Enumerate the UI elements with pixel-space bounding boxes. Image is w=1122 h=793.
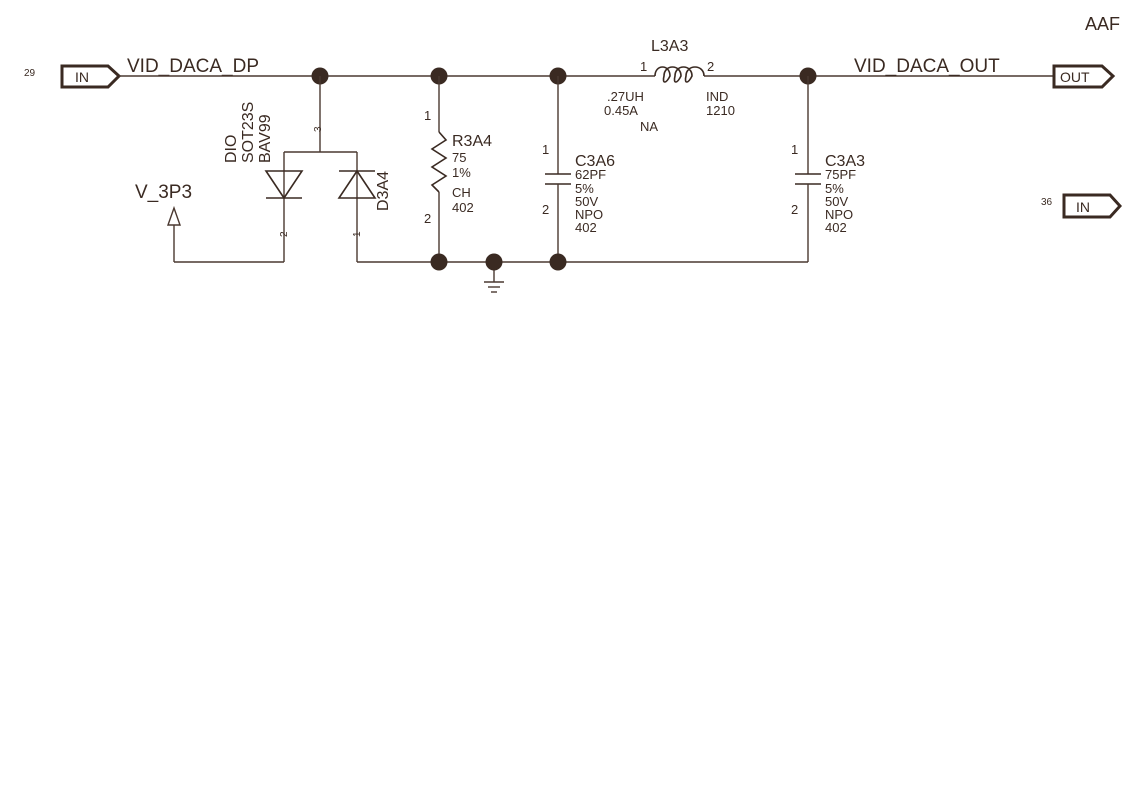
cap1-value: 62PF <box>575 167 606 182</box>
resistor-ref: R3A4 <box>452 133 492 150</box>
input-port-2[interactable] <box>1062 193 1122 219</box>
cap2-tolerance: 5% <box>825 181 844 196</box>
resistor-tolerance: 1% <box>452 165 471 180</box>
output-port[interactable] <box>1052 64 1116 89</box>
cap2-dielectric: NPO <box>825 207 853 222</box>
supply-arrow <box>167 205 181 226</box>
inductor-ref: L3A3 <box>651 38 688 55</box>
output-port-label: OUT <box>1060 69 1090 85</box>
inductor-symbol <box>654 66 705 83</box>
inductor-value: .27UH <box>607 89 644 104</box>
diode-part: BAV99 <box>257 114 274 163</box>
resistor-pin-2: 2 <box>424 211 431 226</box>
cap1-size: 402 <box>575 220 597 235</box>
cap2-value: 75PF <box>825 167 856 182</box>
junction-dot <box>485 253 503 271</box>
diode-symbol-left <box>264 170 304 200</box>
resistor-symbol <box>430 131 448 193</box>
cap1-tolerance: 5% <box>575 181 594 196</box>
resistor-pin-1: 1 <box>424 108 431 123</box>
diode-pin-1: 1 <box>352 231 363 237</box>
net-label-v-3p3: V_3P3 <box>135 182 192 203</box>
inductor-current: 0.45A <box>604 103 638 118</box>
inductor-size: 1210 <box>706 103 735 118</box>
cap1-pin-2: 2 <box>542 202 549 217</box>
cap1-pin-1: 1 <box>542 142 549 157</box>
cap2-pin-2: 2 <box>791 202 798 217</box>
resistor-size: 402 <box>452 200 474 215</box>
junction-dot <box>549 253 567 271</box>
diode-type: DIO <box>223 135 240 163</box>
junction-dot <box>430 253 448 271</box>
cap2-ref: C3A3 <box>825 153 865 170</box>
inductor-type: IND <box>706 89 728 104</box>
diode-ref: D3A4 <box>375 171 392 211</box>
resistor-value: 75 <box>452 150 466 165</box>
diode-pin-3: 3 <box>313 126 324 132</box>
inductor-note: NA <box>640 119 658 134</box>
net-label-vid-daca-out: VID_DACA_OUT <box>854 56 1000 77</box>
net-label-vid-daca-dp: VID_DACA_DP <box>127 56 259 77</box>
inductor-pin-2: 2 <box>707 59 714 74</box>
cap2-pin-1: 1 <box>791 142 798 157</box>
input-port-2-sheet-ref: 36 <box>1041 197 1053 208</box>
diode-package: SOT23S <box>240 102 257 163</box>
inductor-pin-1: 1 <box>640 59 647 74</box>
cap2-voltage: 50V <box>825 194 848 209</box>
cap1-voltage: 50V <box>575 194 598 209</box>
cap1-ref: C3A6 <box>575 153 615 170</box>
input-port-1[interactable] <box>60 64 122 89</box>
cap2-size: 402 <box>825 220 847 235</box>
input-port-1-sheet-ref: 29 <box>24 68 36 79</box>
input-port-1-label: IN <box>75 69 89 85</box>
input-port-2-label: IN <box>1076 199 1090 215</box>
diode-pin-2: 2 <box>279 231 290 237</box>
page-tag: AAF <box>1085 14 1120 34</box>
diode-symbol-right <box>337 169 377 199</box>
resistor-type: CH <box>452 185 471 200</box>
cap1-dielectric: NPO <box>575 207 603 222</box>
